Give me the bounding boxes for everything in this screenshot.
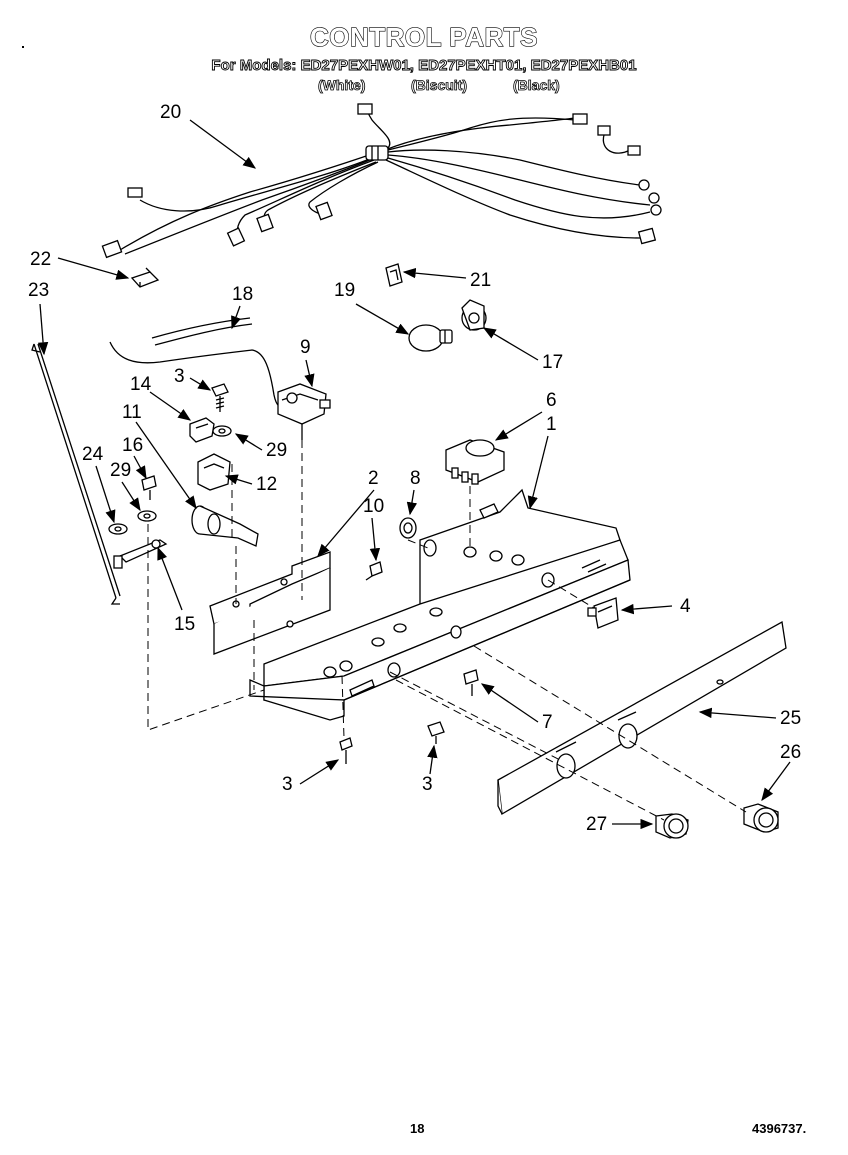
callout-2: 2 (368, 468, 379, 489)
callout-21: 21 (470, 270, 491, 291)
callout-14: 14 (130, 374, 152, 395)
washer-rod (108, 523, 128, 535)
control-knob-left (655, 813, 689, 839)
page-title: CONTROL PARTS (309, 21, 538, 52)
link-arm (113, 539, 168, 569)
shaft-bracket (197, 453, 231, 491)
variant-black: (Black) (513, 77, 560, 94)
lamp-socket (461, 299, 487, 331)
control-knob-right (743, 803, 779, 833)
stray-mark (22, 46, 24, 48)
mounting-plate (209, 551, 331, 655)
mounting-bracket (189, 417, 215, 443)
lamp-bulb (408, 324, 453, 352)
defrost-timer (445, 439, 505, 485)
callout-4: 4 (680, 596, 691, 617)
callout-3-left: 3 (282, 774, 293, 795)
washer-link (137, 510, 157, 522)
callout-26: 26 (780, 742, 801, 763)
callout-6: 6 (546, 390, 557, 411)
alignment-lines (147, 440, 747, 821)
callout-12: 12 (256, 474, 277, 495)
variant-biscuit: (Biscuit) (411, 77, 468, 94)
callout-16: 16 (122, 435, 143, 456)
callout-15: 15 (174, 614, 195, 635)
callout-11: 11 (122, 402, 142, 423)
callout-18: 18 (232, 284, 253, 305)
callout-29-lower: 29 (110, 460, 131, 481)
callout-29-upper: 29 (266, 440, 287, 461)
callout-22: 22 (30, 249, 51, 270)
callout-27: 27 (586, 814, 607, 835)
screw-link (141, 475, 157, 500)
lamp-bracket (587, 597, 619, 629)
page-number: 18 (410, 1121, 425, 1136)
wire-clip (130, 267, 160, 288)
screw-panel (463, 669, 479, 696)
control-panel-trim (497, 620, 787, 816)
callout-3-right: 3 (422, 774, 433, 795)
callout-20: 20 (160, 102, 181, 123)
callout-10: 10 (363, 496, 384, 517)
washer (212, 425, 232, 437)
models-line: For Models: ED27PEXHW01, ED27PEXHT01, ED… (211, 57, 637, 75)
control-housing (249, 488, 631, 721)
screw-top (211, 383, 229, 412)
control-shaft (191, 505, 259, 547)
callout-17: 17 (542, 352, 563, 373)
callout-7: 7 (542, 712, 553, 733)
callout-1: 1 (546, 414, 557, 435)
callout-23: 23 (28, 280, 49, 301)
callout-25: 25 (780, 708, 801, 729)
grommet (399, 517, 417, 539)
wire-harness (101, 103, 662, 259)
document-number: 4396737. (752, 1121, 807, 1136)
leader-arrows (37, 119, 791, 830)
callout-3-top: 3 (174, 366, 185, 387)
thermostat (277, 383, 331, 440)
screw-bottom-left (339, 737, 353, 764)
callout-19: 19 (334, 280, 355, 301)
screw-bottom-right (427, 721, 445, 744)
control-rod (31, 343, 121, 605)
callout-9: 9 (300, 337, 311, 358)
callout-labels: 20 22 23 18 21 19 17 9 3 14 29 11 16 12 … (28, 102, 801, 835)
variant-white: (White) (318, 77, 366, 94)
callout-24: 24 (82, 444, 104, 465)
lamp-socket-clip (385, 263, 403, 287)
callout-8: 8 (410, 468, 421, 489)
screw-housing (365, 561, 383, 581)
